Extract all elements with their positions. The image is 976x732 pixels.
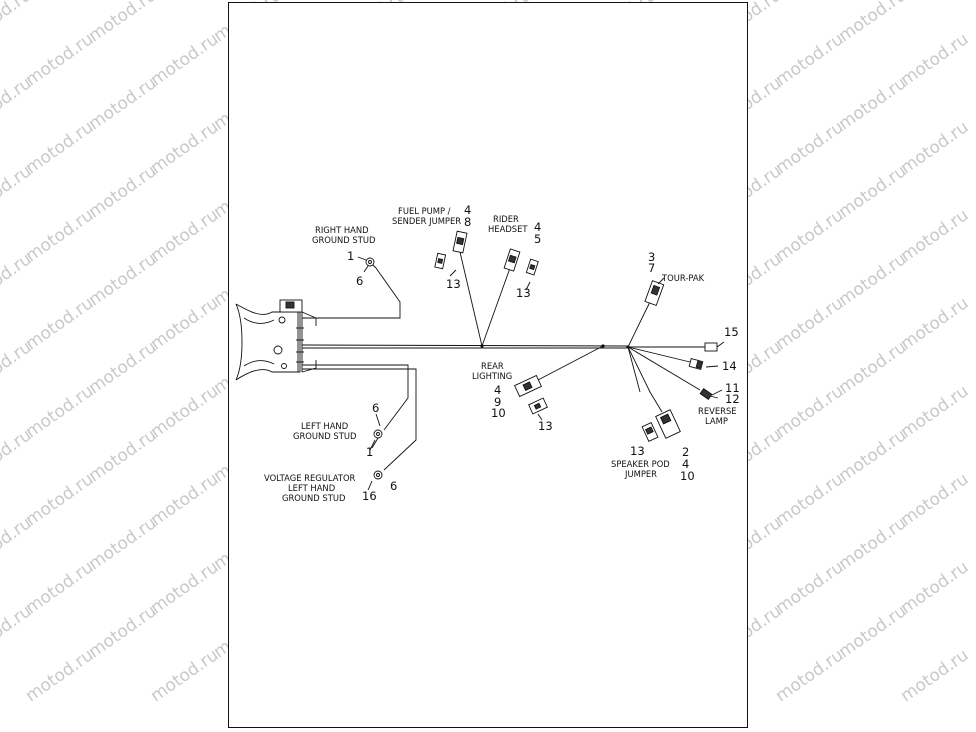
callout-6: 6 [356,274,363,288]
callout-12: 12 [725,392,740,406]
svg-text:GROUND STUD: GROUND STUD [312,235,375,245]
callout-1: 1 [366,445,373,459]
svg-text:LEFT HAND: LEFT HAND [288,483,335,493]
svg-text:SPEAKER POD: SPEAKER POD [611,459,670,469]
callout-10: 10 [491,406,506,420]
callout-2: 2 [682,445,689,459]
callout-6: 6 [372,401,379,415]
callout-10: 10 [680,469,695,483]
svg-text:JUMPER: JUMPER [624,469,657,479]
tour-pak-branch [627,277,665,348]
callout-13: 13 [538,419,553,433]
right-hand-ground-stud-branch [302,256,401,319]
label-tour-pak: TOUR-PAK [661,273,705,283]
svg-text:LIGHTING: LIGHTING [472,371,512,381]
label-right-hand-ground-stud: RIGHT HAND GROUND STUD [312,225,375,245]
callout-4: 4 [494,383,501,397]
callout-6: 6 [390,479,397,493]
harness-frame-bracket [235,299,317,381]
callout-11: 11 [725,381,740,395]
label-fuel-pump-sender-jumper: FUEL PUMP / SENDER JUMPER [392,206,461,226]
label-rider-headset: RIDER HEADSET [488,214,528,234]
callout-13: 13 [446,277,461,291]
svg-text:RIGHT HAND: RIGHT HAND [315,225,369,235]
callout-13: 13 [630,444,645,458]
callout-13: 13 [516,286,531,300]
callout-7: 7 [648,261,655,275]
svg-text:REVERSE: REVERSE [698,406,737,416]
svg-text:FUEL PUMP /: FUEL PUMP / [398,206,451,216]
voltage-regulator-ground-branch [302,368,417,491]
connector-15-branch [628,341,725,352]
callout-4: 4 [682,457,689,471]
svg-text:RIDER: RIDER [493,214,519,224]
callout-1: 1 [347,249,354,263]
main-trunk-wires [301,344,630,349]
svg-text:LAMP: LAMP [705,416,728,426]
svg-text:GROUND STUD: GROUND STUD [282,493,345,503]
callout-4: 4 [464,203,471,217]
callout-8: 8 [464,215,471,229]
left-hand-ground-stud-branch [302,364,409,449]
svg-text:SENDER JUMPER: SENDER JUMPER [392,216,461,226]
label-voltage-regulator-ground-stud: VOLTAGE REGULATOR LEFT HAND GROUND STUD [264,473,356,503]
svg-text:REAR: REAR [481,361,504,371]
rear-lighting-branch [513,345,604,415]
label-reverse-lamp: REVERSE LAMP [698,406,737,426]
svg-text:LEFT HAND: LEFT HAND [301,421,348,431]
label-speaker-pod-jumper: SPEAKER POD JUMPER [611,459,670,479]
callout-15: 15 [724,325,739,339]
reverse-lamp-branch [627,346,723,400]
callout-3: 3 [648,250,655,264]
label-rear-lighting: REAR LIGHTING [472,361,512,381]
callout-leaders [363,265,719,451]
svg-text:GROUND STUD: GROUND STUD [293,431,356,441]
callout-14: 14 [722,359,737,373]
callout-9: 9 [494,395,501,409]
fuel-pump-branch [434,230,483,347]
callout-16: 16 [362,489,377,503]
svg-text:VOLTAGE REGULATOR: VOLTAGE REGULATOR [264,473,356,483]
svg-text:HEADSET: HEADSET [488,224,528,234]
speaker-pod-branch [627,346,681,442]
rider-headset-branch [481,248,539,347]
label-left-hand-ground-stud: LEFT HAND GROUND STUD [293,421,356,441]
callout-5: 5 [534,232,541,246]
connector-14-branch [627,346,719,370]
callout-4: 4 [534,220,541,234]
callout-numbers: 1 6 4 8 13 4 5 13 3 7 15 14 11 12 4 9 10… [347,203,740,503]
